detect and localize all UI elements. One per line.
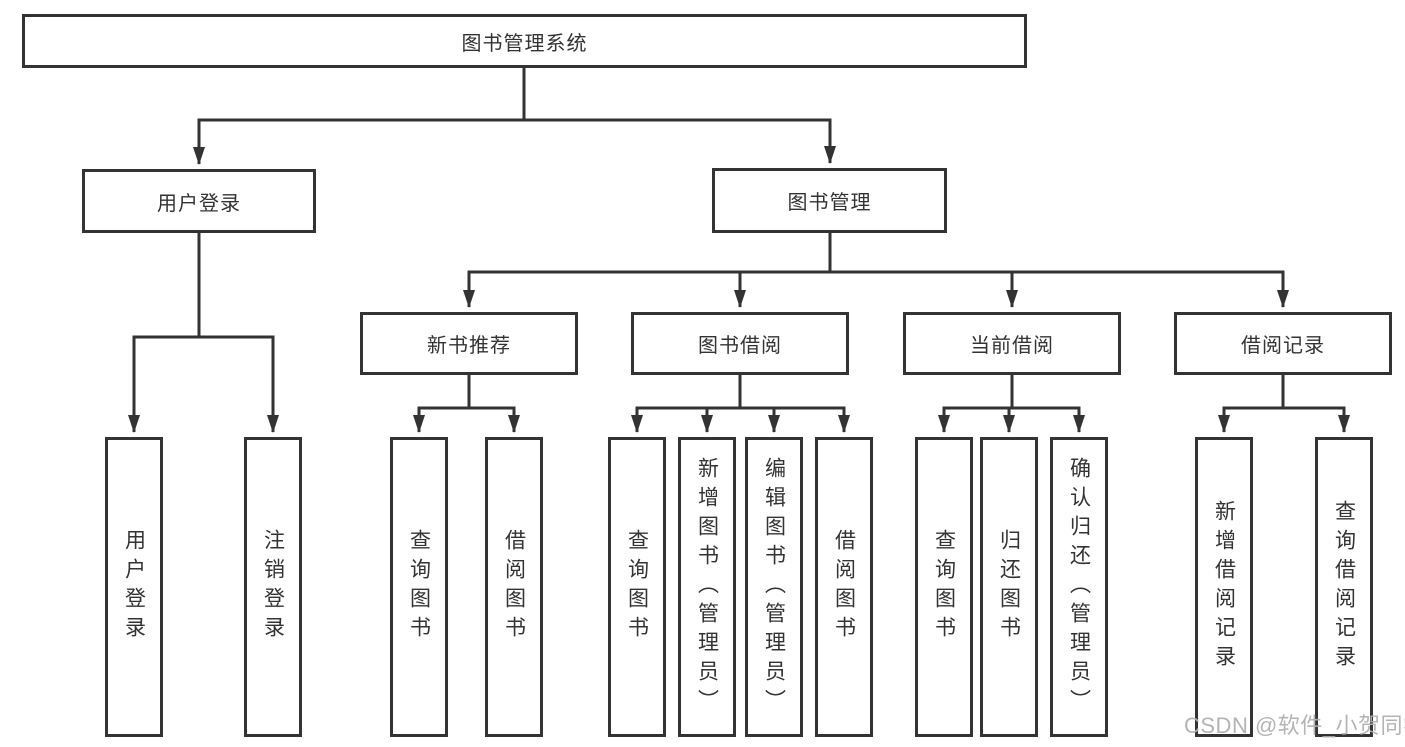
leaf-user-login-label: 用户登录 [122, 529, 146, 645]
leaf-borrow-books-borrowing: 借阅图书 [815, 437, 873, 737]
node-current-borrowing-label: 当前借阅 [970, 335, 1054, 357]
leaf-logout-label: 注销登录 [261, 529, 285, 645]
csdn-watermark: CSDN @软件_小贺同学 [1184, 713, 1405, 738]
node-library-system: 图书管理系统 [22, 14, 1027, 68]
leaf-confirm-return-admin: 确认归还（管理员） [1050, 437, 1108, 737]
leaf-add-borrow-record: 新增借阅记录 [1195, 437, 1253, 737]
node-user-login-label: 用户登录 [157, 192, 241, 215]
node-book-management-label: 图书管理 [787, 192, 872, 214]
leaf-return-books-label: 归还图书 [997, 529, 1021, 645]
node-user-login: 用户登录 [82, 169, 316, 233]
leaf-query-books-current: 查询图书 [915, 437, 973, 737]
leaf-add-book-admin-label: 新增图书（管理员） [695, 456, 719, 718]
node-new-book-recommendation: 新书推荐 [360, 312, 578, 375]
leaf-borrow-books-recommend: 借阅图书 [485, 437, 543, 737]
leaf-borrow-books-borrowing-label: 借阅图书 [832, 529, 856, 645]
leaf-query-books-recommend-label: 查询图书 [407, 529, 431, 645]
leaf-add-book-admin: 新增图书（管理员） [678, 437, 736, 737]
leaf-query-borrow-record: 查询借阅记录 [1315, 437, 1373, 737]
leaf-add-borrow-record-label: 新增借阅记录 [1212, 500, 1236, 674]
leaf-query-books-borrowing: 查询图书 [608, 437, 666, 737]
leaf-return-books: 归还图书 [980, 437, 1038, 737]
leaf-query-books-borrowing-label: 查询图书 [625, 529, 649, 645]
node-borrowing-records-label: 借阅记录 [1241, 335, 1325, 357]
leaf-query-borrow-record-label: 查询借阅记录 [1332, 500, 1356, 674]
node-new-book-recommendation-label: 新书推荐 [427, 335, 511, 357]
leaf-borrow-books-recommend-label: 借阅图书 [502, 529, 526, 645]
leaf-query-books-current-label: 查询图书 [932, 529, 956, 645]
node-library-system-label: 图书管理系统 [461, 32, 588, 55]
leaf-edit-book-admin-label: 编辑图书（管理员） [762, 456, 786, 718]
leaf-edit-book-admin: 编辑图书（管理员） [745, 437, 803, 737]
leaf-logout: 注销登录 [244, 437, 302, 737]
node-current-borrowing: 当前借阅 [903, 312, 1121, 375]
leaf-query-books-recommend: 查询图书 [390, 437, 448, 737]
leaf-confirm-return-admin-label: 确认归还（管理员） [1067, 456, 1091, 718]
leaf-user-login: 用户登录 [105, 437, 163, 737]
node-book-management: 图书管理 [712, 168, 947, 233]
node-borrowing-records: 借阅记录 [1174, 312, 1392, 375]
node-book-borrowing-label: 图书借阅 [698, 335, 782, 357]
node-book-borrowing: 图书借阅 [631, 312, 849, 375]
